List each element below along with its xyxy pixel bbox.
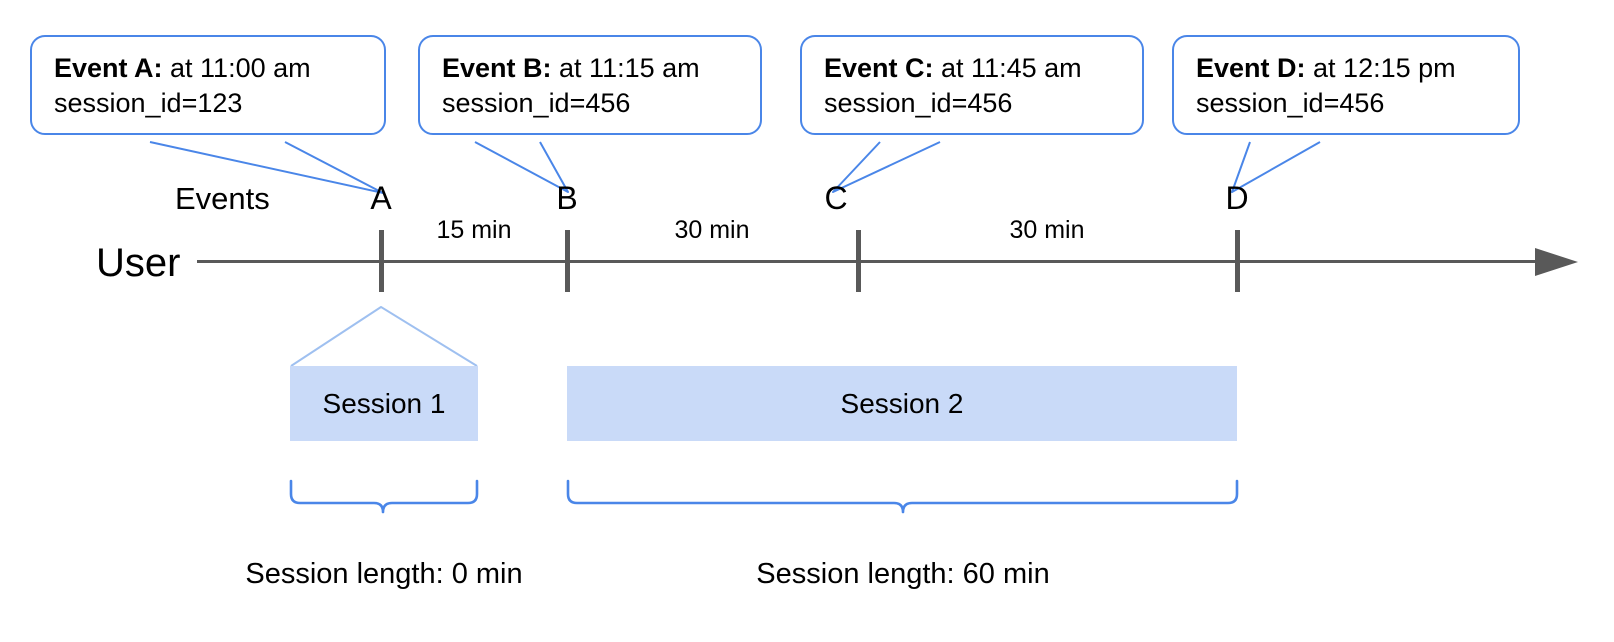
callout-tail-d <box>1231 141 1321 193</box>
callout-a-time: at 11:00 am <box>162 53 311 83</box>
timeline-axis <box>197 260 1542 263</box>
tick-c <box>856 230 861 292</box>
callout-b-label: Event B: <box>442 53 552 83</box>
user-row-label: User <box>96 241 181 285</box>
event-letter-a: A <box>370 180 392 216</box>
callout-tail-a <box>149 141 384 194</box>
callout-c-label: Event C: <box>824 53 934 83</box>
session-bar-1[interactable]: Session 1 <box>290 366 478 441</box>
callout-tail-b <box>474 141 569 193</box>
callout-a-session-id: session_id=123 <box>54 88 243 119</box>
session-2-length-caption: Session length: 60 min <box>756 558 1050 590</box>
callout-c-session-id: session_id=456 <box>824 88 1013 119</box>
event-letter-b: B <box>556 180 578 216</box>
interval-b-c: 30 min <box>674 216 750 244</box>
session-bar-2-label: Session 2 <box>840 387 964 419</box>
callout-b-session-id: session_id=456 <box>442 88 631 119</box>
session1-brace <box>289 479 479 514</box>
callout-event-d[interactable]: Event D: at 12:15 pm session_id=456 <box>1172 35 1520 136</box>
tick-b <box>565 230 570 292</box>
interval-a-b: 15 min <box>436 216 512 244</box>
session2-brace <box>566 479 1239 514</box>
interval-c-d: 30 min <box>1009 216 1085 244</box>
session-bar-1-label: Session 1 <box>322 387 446 419</box>
event-letter-c: C <box>824 180 848 216</box>
callout-a-label: Event A: <box>54 53 163 83</box>
callout-b-time: at 11:15 am <box>551 53 700 83</box>
callout-event-a[interactable]: Event A: at 11:00 am session_id=123 <box>30 35 386 136</box>
callout-c-time: at 11:45 am <box>933 53 1082 83</box>
callout-event-b[interactable]: Event B: at 11:15 am session_id=456 <box>418 35 762 136</box>
callout-d-label: Event D: <box>1196 53 1306 83</box>
callout-d-time: at 12:15 pm <box>1305 53 1456 83</box>
session1-funnel <box>290 306 478 367</box>
session-1-length-caption: Session length: 0 min <box>245 558 523 590</box>
axis-arrowhead <box>1535 248 1578 276</box>
event-letter-d: D <box>1225 180 1249 216</box>
callout-event-c[interactable]: Event C: at 11:45 am session_id=456 <box>800 35 1144 136</box>
tick-a <box>379 230 384 292</box>
callout-d-session-id: session_id=456 <box>1196 88 1385 119</box>
events-row-label: Events <box>175 181 270 216</box>
callout-tail-c <box>832 141 941 193</box>
session-bar-2[interactable]: Session 2 <box>567 366 1237 441</box>
tick-d <box>1235 230 1240 292</box>
